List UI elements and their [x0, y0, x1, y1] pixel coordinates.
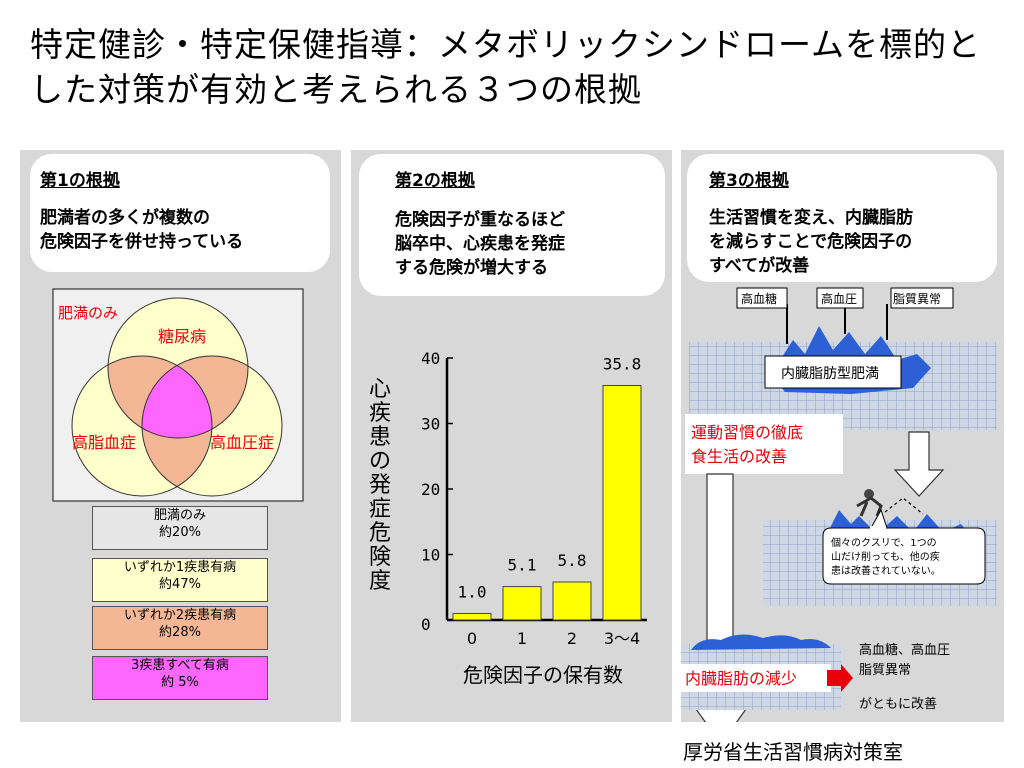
callout-bubble: [822, 527, 986, 585]
bar-value-label: 35.8: [603, 355, 642, 374]
x-tick-label: 0: [467, 629, 477, 648]
venn-label-hypertension: 高血圧症: [210, 433, 274, 452]
bar-value-label: 1.0: [458, 582, 487, 601]
flag-hyperglycemia: [736, 287, 788, 309]
flag-dyslipidemia: [890, 287, 954, 309]
arrow-right-red: [827, 664, 853, 692]
reduction-box: [681, 664, 831, 692]
evidence-3-body: 生活習慣を変え、内臓脂肪 を減らすことで危険因子の すべてが改善: [709, 208, 913, 276]
panel-evidence-1: 第1の根拠 肥満者の多くが複数の 危険因子を併せ持っている 肥満のみ 糖尿病 高…: [20, 150, 341, 722]
visceral-fat-illustration: 高血糖 高血圧 脂質異常 内臓脂肪型肥満 運動習慣の徹底 食生活の改善 個々のク…: [681, 287, 997, 722]
legend-two-diseases: いずれか2疾患有病 約28%: [92, 606, 268, 650]
evidence-2-heading: 第2の根拠: [395, 171, 475, 191]
x-tick-label: 3～4: [604, 629, 640, 648]
iceberg-label: 内臓脂肪型肥満: [781, 366, 879, 382]
exercise-label-2: 食生活の改善: [691, 447, 787, 466]
evidence-3-heading: 第3の根拠: [709, 171, 789, 191]
bar-3: [602, 385, 642, 621]
reduction-label: 内臓脂肪の減少: [685, 669, 797, 688]
bar-value-label: 5.1: [508, 556, 537, 575]
panel-evidence-3: 第3の根拠 生活習慣を変え、内臓脂肪 を減らすことで危険因子の すべてが改善 高…: [681, 150, 1004, 722]
y-tick-label: 20: [421, 480, 440, 499]
exercise-label-1: 運動習慣の徹底: [691, 423, 803, 442]
arrow-down-right: [893, 431, 945, 497]
chart-y-axis-label: 心疾患の発症危険度: [369, 377, 392, 594]
evidence-2-body: 危険因子が重なるほど 脳卒中、心疾患を発症 する危険が増大する: [395, 210, 565, 278]
result-line-1: 高血糖、高血圧: [859, 642, 950, 658]
callout-line-3: 患は改善されていない。: [831, 564, 941, 577]
flag-dyslipidemia-label: 脂質異常: [893, 291, 941, 306]
source-credit: 厚労省生活習慣病対策室: [683, 740, 903, 764]
flag-hypertension: [816, 287, 864, 309]
flag-hypertension-label: 高血圧: [821, 291, 857, 306]
flag-hyperglycemia-label: 高血糖: [741, 291, 777, 306]
iceberg-label-box: [764, 355, 902, 389]
risk-bar-chart: 0 10 20 30 40 1.0 0 5.1 1 5.8 2 35.8 3～4 危険因子の保有数: [421, 349, 647, 687]
x-axis-title: 危険因子の保有数: [463, 663, 623, 687]
venn-diagram: 肥満のみ 糖尿病 高脂血症 高血圧症: [52, 288, 304, 502]
result-tail: がともに改善: [859, 696, 937, 712]
y-tick-label: 10: [421, 546, 440, 565]
legend-one-disease: いずれか1疾患有病 約47%: [92, 558, 268, 602]
y-tick-label: 0: [421, 615, 431, 634]
exercise-box: [685, 414, 843, 474]
callout-line-1: 個々のクスリで、1つの: [831, 536, 937, 549]
x-tick-label: 2: [567, 629, 577, 648]
evidence-3-card: 第3の根拠 生活習慣を変え、内臓脂肪 を減らすことで危険因子の すべてが改善: [687, 154, 997, 282]
page-title: 特定健診・特定保健指導：メタボリックシンドロームを標的とした対策が有効と考えられ…: [30, 25, 982, 109]
evidence-1-card: 第1の根拠 肥満者の多くが複数の 危険因子を併せ持っている: [30, 154, 330, 272]
panel-evidence-2: 第2の根拠 危険因子が重なるほど 脳卒中、心疾患を発症 する危険が増大する 心疾…: [351, 150, 672, 722]
bar-1: [502, 586, 542, 621]
result-line-2: 脂質異常: [859, 663, 911, 678]
venn-center-all-three: [142, 356, 212, 438]
bar-value-label: 5.8: [558, 551, 587, 570]
venn-label-diabetes: 糖尿病: [158, 327, 206, 346]
venn-label-hyperlipidemia: 高脂血症: [72, 433, 136, 452]
evidence-2-card: 第2の根拠 危険因子が重なるほど 脳卒中、心疾患を発症 する危険が増大する: [359, 154, 665, 296]
x-tick-label: 1: [517, 629, 527, 648]
legend-three-diseases: 3疾患すべて有病 約 5%: [92, 656, 268, 700]
legend-obesity-only: 肥満のみ 約20%: [92, 506, 268, 550]
evidence-1-heading: 第1の根拠: [40, 171, 120, 191]
callout-line-2: 山だけ削っても、他の疾: [831, 550, 940, 563]
venn-label-obesity-only: 肥満のみ: [58, 304, 118, 322]
bar-0: [452, 612, 492, 621]
y-tick-label: 40: [421, 349, 440, 368]
iceberg-bottom: [691, 634, 831, 650]
evidence-1-body: 肥満者の多くが複数の 危険因子を併せ持っている: [40, 208, 244, 252]
bar-2: [552, 581, 592, 621]
y-tick-label: 30: [421, 415, 440, 434]
